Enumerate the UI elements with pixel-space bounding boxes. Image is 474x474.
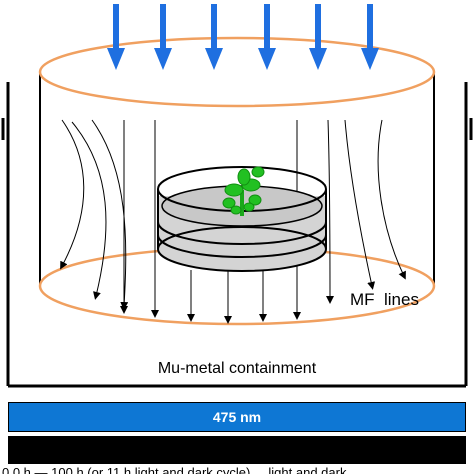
dark-period-bar — [8, 436, 466, 464]
mf-line — [377, 119, 406, 280]
experiment-diagram: MF lines Mu-metal containment — [1, 4, 473, 388]
down-arrow-icon — [154, 4, 172, 70]
mf-line — [71, 121, 107, 300]
down-arrow-icon — [258, 4, 276, 70]
wavelength-bar-475nm: 475 nm — [8, 402, 466, 432]
down-arrow-icon — [361, 4, 379, 70]
down-arrow-icon — [309, 4, 327, 70]
mf-line — [325, 119, 334, 304]
cylinder-walls — [39, 72, 435, 286]
seedling-icon — [222, 166, 265, 216]
mf-lines-label: MF lines — [350, 290, 419, 309]
light-arrows — [107, 4, 379, 70]
down-arrow-icon — [205, 4, 223, 70]
mf-line — [60, 119, 85, 270]
mf-line — [344, 119, 376, 290]
containment-box — [6, 82, 468, 388]
down-arrow-icon — [107, 4, 125, 70]
mf-line — [91, 119, 129, 310]
partial-caption: 0.0 h — 100 h (or 11 h light and dark cy… — [2, 465, 347, 474]
containment-label: Mu-metal containment — [158, 360, 317, 377]
top-ring — [38, 36, 436, 108]
wavelength-label: 475 nm — [212, 409, 262, 425]
